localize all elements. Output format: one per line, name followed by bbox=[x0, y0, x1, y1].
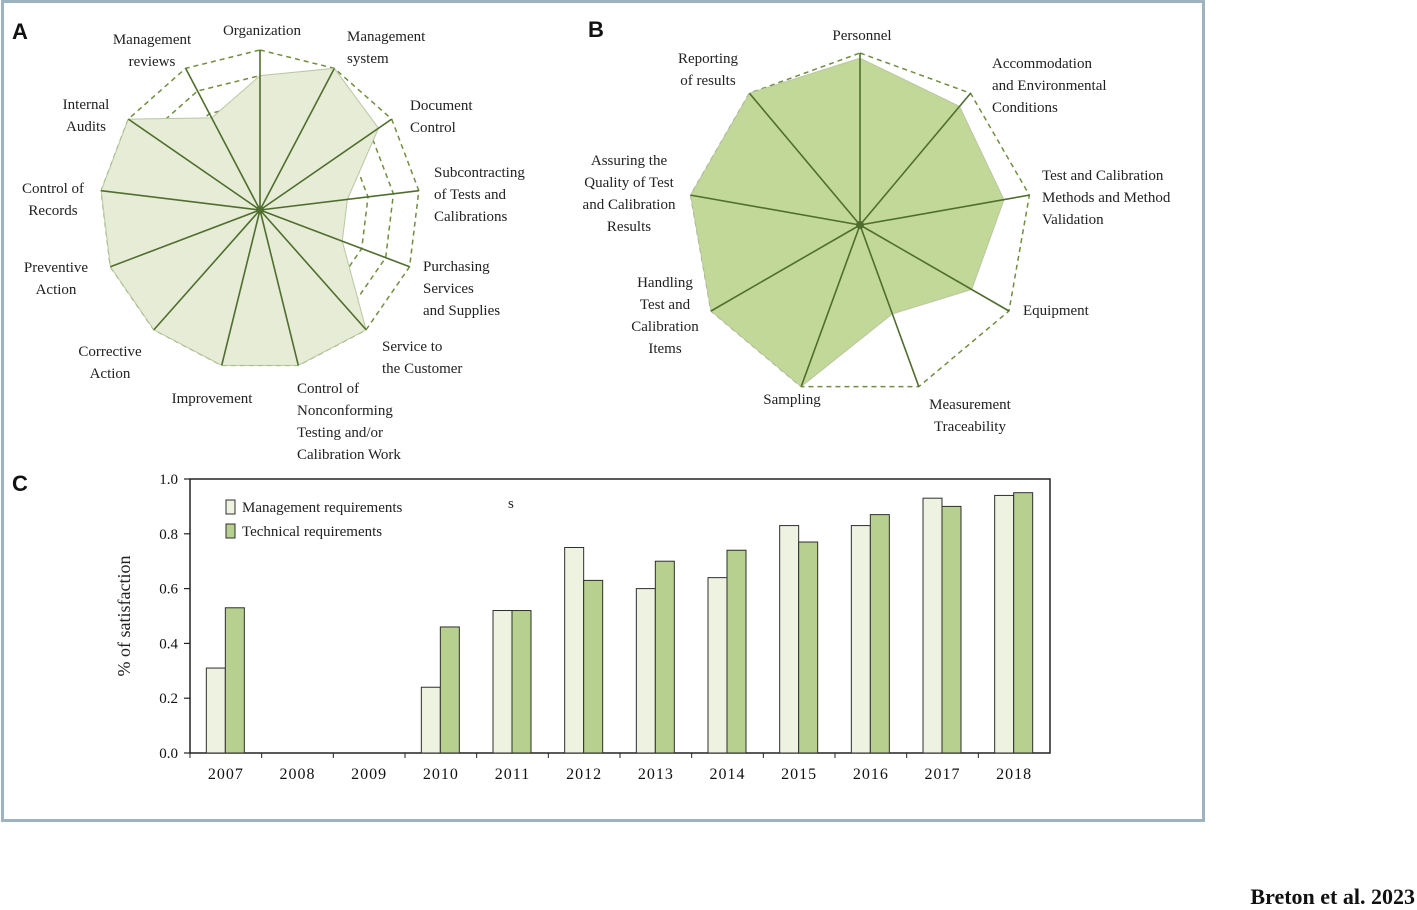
bar-technical-2018 bbox=[1013, 492, 1034, 754]
radar-a-spoke-12 bbox=[184, 67, 261, 211]
radar-a-axis-label-7: Improvement bbox=[172, 391, 254, 407]
y-tick-label-2: 0.4 bbox=[159, 636, 178, 652]
radar-b-spoke-7 bbox=[690, 194, 861, 226]
legend-label-0: Management requirements bbox=[242, 500, 403, 516]
radar-b-spoke-8 bbox=[748, 92, 861, 226]
y-tick-label-4: 0.8 bbox=[159, 527, 178, 543]
x-tick-label-2011: 2011 bbox=[495, 766, 530, 783]
x-tick-label-2017: 2017 bbox=[925, 766, 961, 783]
legend-swatch-1 bbox=[225, 523, 236, 539]
x-tick-label-2010: 2010 bbox=[423, 766, 459, 783]
radar-a-axis-label-0: Organization bbox=[223, 23, 302, 39]
figure-credit: Breton et al. 2023 bbox=[1250, 884, 1415, 909]
bar-technical-2015 bbox=[798, 541, 819, 754]
x-tick-label-2018: 2018 bbox=[996, 766, 1032, 783]
radar-a-spoke-11 bbox=[127, 118, 261, 211]
radar-a-spoke-6 bbox=[259, 209, 300, 366]
bar-management-2007 bbox=[205, 667, 226, 754]
bar-technical-2014 bbox=[726, 549, 747, 754]
x-tick-label-2009: 2009 bbox=[351, 766, 387, 783]
radar-b-spoke-5 bbox=[800, 224, 861, 387]
panel-label-c: C bbox=[12, 471, 28, 496]
plot-annotation: s bbox=[508, 496, 514, 512]
x-tick-label-2008: 2008 bbox=[280, 766, 316, 783]
bar-technical-2016 bbox=[869, 514, 890, 754]
legend-swatch-0 bbox=[225, 499, 236, 515]
radar-b-spoke-2 bbox=[859, 194, 1030, 226]
radar-b-spoke-4 bbox=[859, 224, 920, 387]
bar-chart-c: 0.0 0.2 0.4 0.6 0.8 1.0 % of satisfaction 2007 2… bbox=[114, 472, 1051, 783]
bar-management-2018 bbox=[994, 494, 1015, 754]
y-tick-label-3: 0.6 bbox=[159, 582, 178, 598]
y-tick-label-0: 0.0 bbox=[159, 746, 178, 762]
radar-b-spoke-3 bbox=[859, 224, 1010, 312]
panel-label-b: B bbox=[588, 17, 604, 42]
x-tick-label-2012: 2012 bbox=[566, 766, 602, 783]
y-tick-label-5: 1.0 bbox=[159, 472, 178, 488]
bar-technical-2010 bbox=[439, 626, 460, 754]
bar-management-2012 bbox=[564, 547, 585, 754]
y-tick-label-1: 0.2 bbox=[159, 691, 178, 707]
bar-management-2015 bbox=[779, 525, 800, 754]
bar-management-2017 bbox=[922, 497, 943, 754]
radar-a-spoke-5 bbox=[259, 209, 367, 331]
radar-a-spoke-8 bbox=[153, 209, 261, 331]
legend-label-1: Technical requirements bbox=[242, 524, 382, 540]
bar-management-2011 bbox=[492, 610, 513, 754]
radar-b-axis-label-0: Personnel bbox=[832, 28, 891, 44]
bar-management-2010 bbox=[420, 686, 441, 754]
plot-frame bbox=[189, 478, 1051, 754]
panel-label-a: A bbox=[12, 19, 28, 44]
x-tick-label-2015: 2015 bbox=[781, 766, 817, 783]
radar-a-center-dot bbox=[256, 206, 264, 214]
radar-a-spoke-1 bbox=[259, 67, 336, 211]
radar-b-spoke-1 bbox=[859, 92, 972, 226]
radar-b-spoke-6 bbox=[710, 224, 861, 312]
radar-a-spoke-3 bbox=[259, 189, 419, 211]
bar-management-2014 bbox=[707, 577, 728, 754]
bar-technical-2013 bbox=[654, 560, 675, 754]
radar-a-spoke-10 bbox=[101, 189, 261, 211]
bar-technical-2017 bbox=[941, 505, 962, 754]
radar-a-spoke-7 bbox=[220, 209, 261, 366]
bar-management-2013 bbox=[635, 588, 656, 754]
x-tick-label-2014: 2014 bbox=[710, 766, 746, 783]
bar-management-2016 bbox=[850, 525, 871, 754]
radar-b-axis-label-3: Equipment bbox=[1023, 303, 1090, 319]
x-tick-label-2013: 2013 bbox=[638, 766, 674, 783]
radar-b-axis-label-5: Sampling bbox=[763, 392, 821, 408]
radar-a-spoke-2 bbox=[259, 118, 393, 211]
bar-technical-2007 bbox=[224, 607, 245, 754]
bar-technical-2011 bbox=[511, 610, 532, 754]
radar-a-spoke-4 bbox=[259, 209, 410, 268]
bar-technical-2012 bbox=[583, 579, 604, 754]
y-axis-title: % of satisfaction bbox=[114, 556, 134, 677]
x-tick-label-2007: 2007 bbox=[208, 766, 244, 783]
x-tick-label-2016: 2016 bbox=[853, 766, 889, 783]
radar-b-center-dot bbox=[856, 221, 864, 229]
radar-a-spoke-9 bbox=[110, 209, 261, 268]
